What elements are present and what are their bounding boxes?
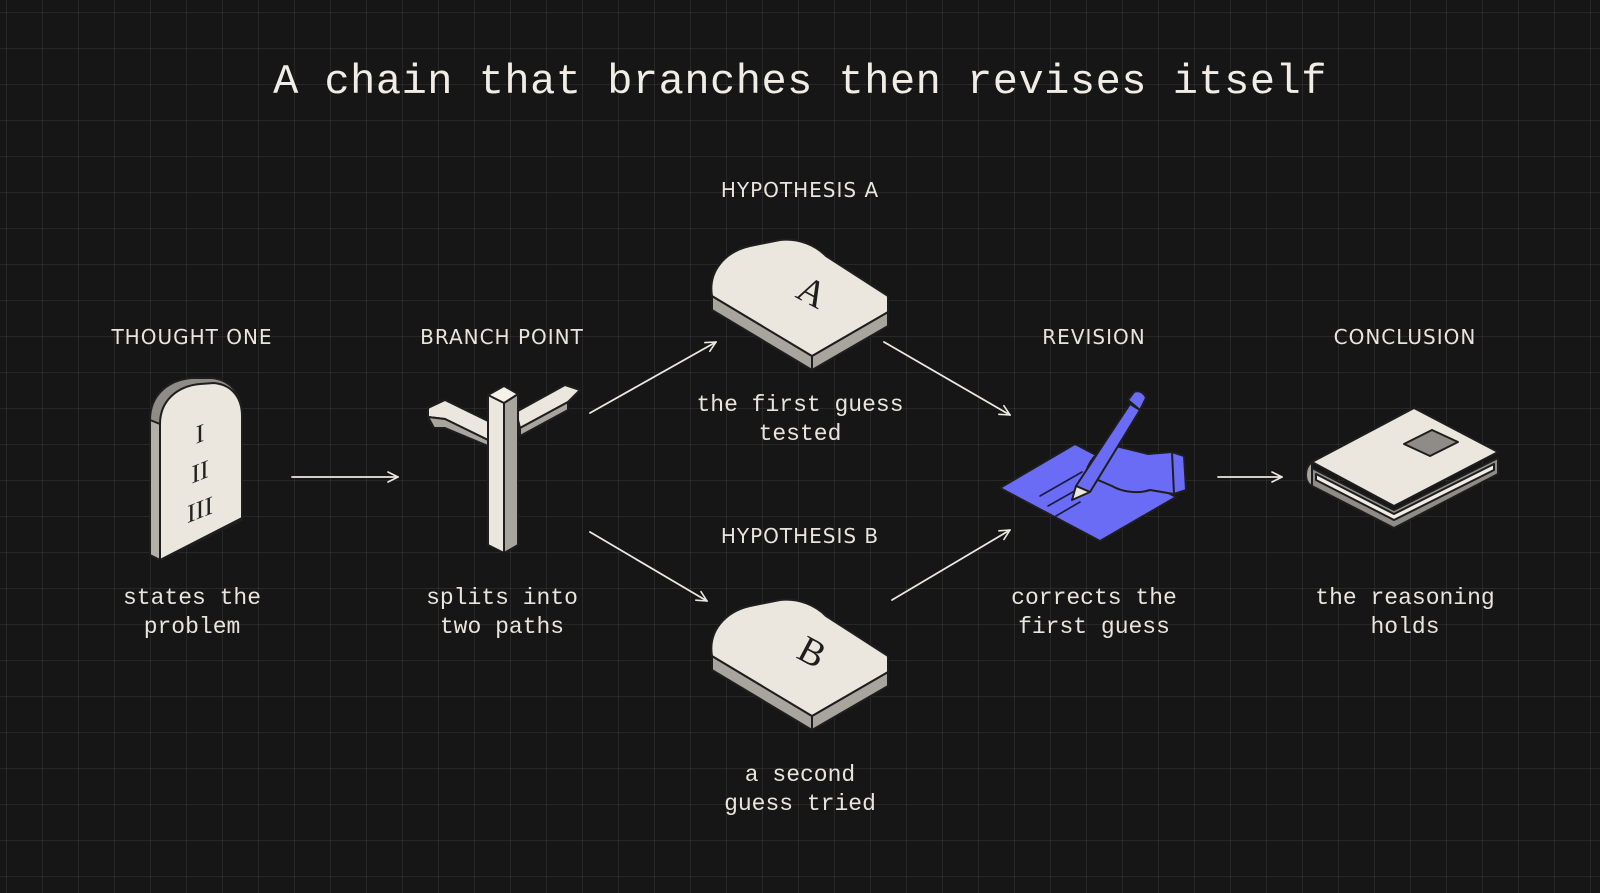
tablet-b-icon: B (710, 598, 889, 731)
caption-line: guess tried (724, 791, 876, 817)
book-icon (1305, 407, 1499, 529)
caption-line: holds (1370, 614, 1440, 640)
caption-line: the reasoning (1315, 585, 1495, 611)
label-hypothesis-b: HYPOTHESIS B (720, 524, 880, 548)
caption-line: corrects the (1011, 585, 1177, 611)
numeral-one: I (196, 417, 205, 449)
signpost-icon (427, 384, 581, 554)
stone-tablet-icon: I II III (149, 377, 243, 561)
label-branch-point: BRANCH POINT (420, 325, 584, 349)
caption-line: tested (758, 421, 842, 447)
caption-line: states the (122, 585, 262, 611)
caption-hypothesis-b: a second guess tried (650, 761, 950, 819)
caption-line: two paths (439, 614, 565, 640)
caption-revision: corrects the first guess (944, 584, 1244, 642)
label-hypothesis-a: HYPOTHESIS A (720, 178, 880, 202)
arrow-branch-to-a (589, 341, 717, 414)
caption-line: problem (143, 614, 241, 640)
caption-line: the first guess (696, 392, 904, 418)
label-thought-one: THOUGHT ONE (111, 325, 273, 349)
numeral-two: II (191, 454, 208, 490)
book-label (1403, 429, 1459, 457)
label-conclusion: CONCLUSION (1333, 325, 1477, 349)
caption-thought-one: states the problem (42, 584, 342, 642)
diagram-title: A chain that branches then revises itsel… (273, 58, 1327, 106)
arrow-b-to-revision (891, 529, 1011, 601)
caption-branch-point: splits into two paths (352, 584, 652, 642)
hand-writing-icon (999, 390, 1187, 542)
caption-conclusion: the reasoning holds (1255, 584, 1555, 642)
arrow-a-to-revision (883, 341, 1011, 416)
arrow-branch-to-b (589, 531, 708, 602)
caption-hypothesis-a: the first guess tested (650, 391, 950, 449)
caption-line: a second (744, 762, 856, 788)
tablet-a-icon: A (710, 238, 889, 371)
label-revision: REVISION (1042, 325, 1146, 349)
caption-line: splits into (426, 585, 578, 611)
caption-line: first guess (1018, 614, 1170, 640)
